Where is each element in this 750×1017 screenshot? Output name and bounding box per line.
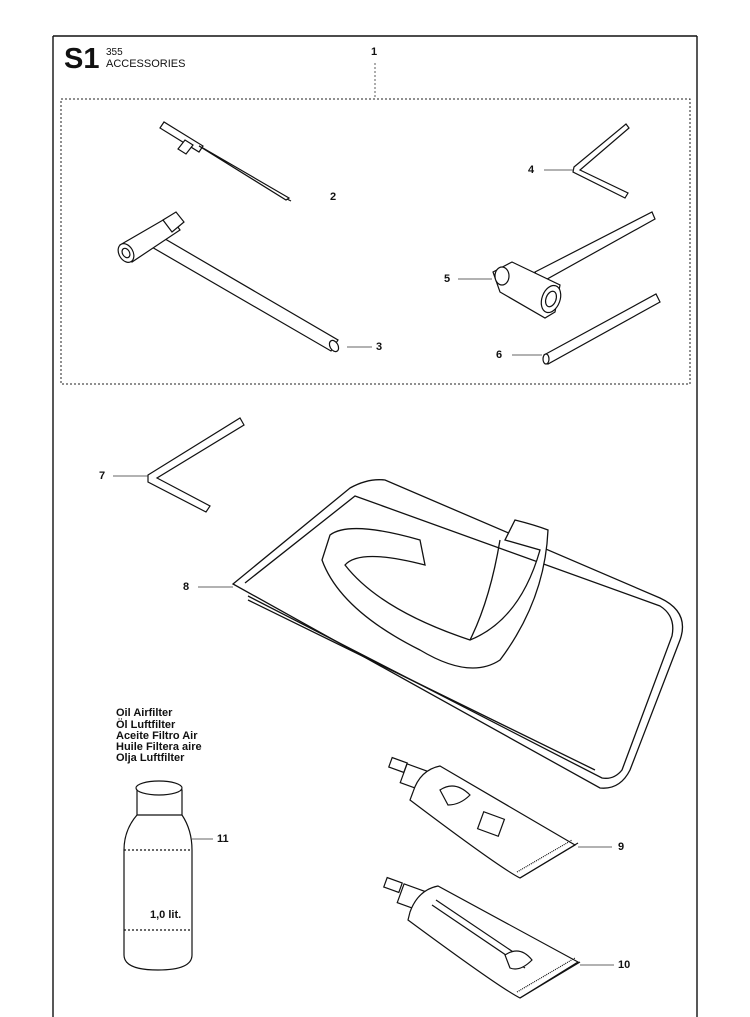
kit-group-box	[60, 98, 691, 385]
callout-2: 2	[330, 191, 337, 203]
oil-label-5: Olja Luftfilter	[116, 752, 185, 764]
callout-9: 9	[618, 841, 625, 853]
callout-6: 6	[496, 349, 503, 361]
page-title: ACCESSORIES	[106, 58, 186, 70]
combination-spanner-icon	[492, 211, 656, 319]
grease-tube-icon	[388, 756, 579, 879]
callout-1: 1	[371, 46, 378, 58]
callout-10: 10	[618, 959, 631, 971]
screwdriver-icon	[159, 121, 292, 202]
oil-label-1: Oil Airfilter	[116, 707, 173, 719]
callout-5: 5	[444, 273, 451, 285]
t-wrench-icon	[117, 211, 340, 353]
rod-icon	[542, 293, 661, 365]
bottle-volume-label: 1,0 lit.	[150, 909, 182, 921]
oil-label-3: Aceite Filtro Air	[116, 730, 198, 742]
leader-lines	[113, 169, 614, 966]
callout-4: 4	[528, 164, 535, 176]
hex-key-icon	[147, 417, 245, 513]
callout-3: 3	[376, 341, 383, 353]
callout-11: 11	[217, 833, 229, 845]
model-number: 355	[106, 47, 123, 58]
grease-tube-icon	[383, 876, 581, 999]
callout-7: 7	[99, 470, 106, 482]
callout-8: 8	[183, 581, 190, 593]
hex-key-icon	[572, 123, 630, 199]
section-code: S1	[64, 43, 100, 75]
carry-bag-icon	[231, 479, 684, 789]
page-frame	[52, 35, 698, 1017]
oil-bottle-icon	[123, 780, 193, 971]
oil-label-2: Öl Luftfilter	[116, 719, 176, 731]
oil-label-4: Huile Filtera aire	[116, 741, 202, 753]
